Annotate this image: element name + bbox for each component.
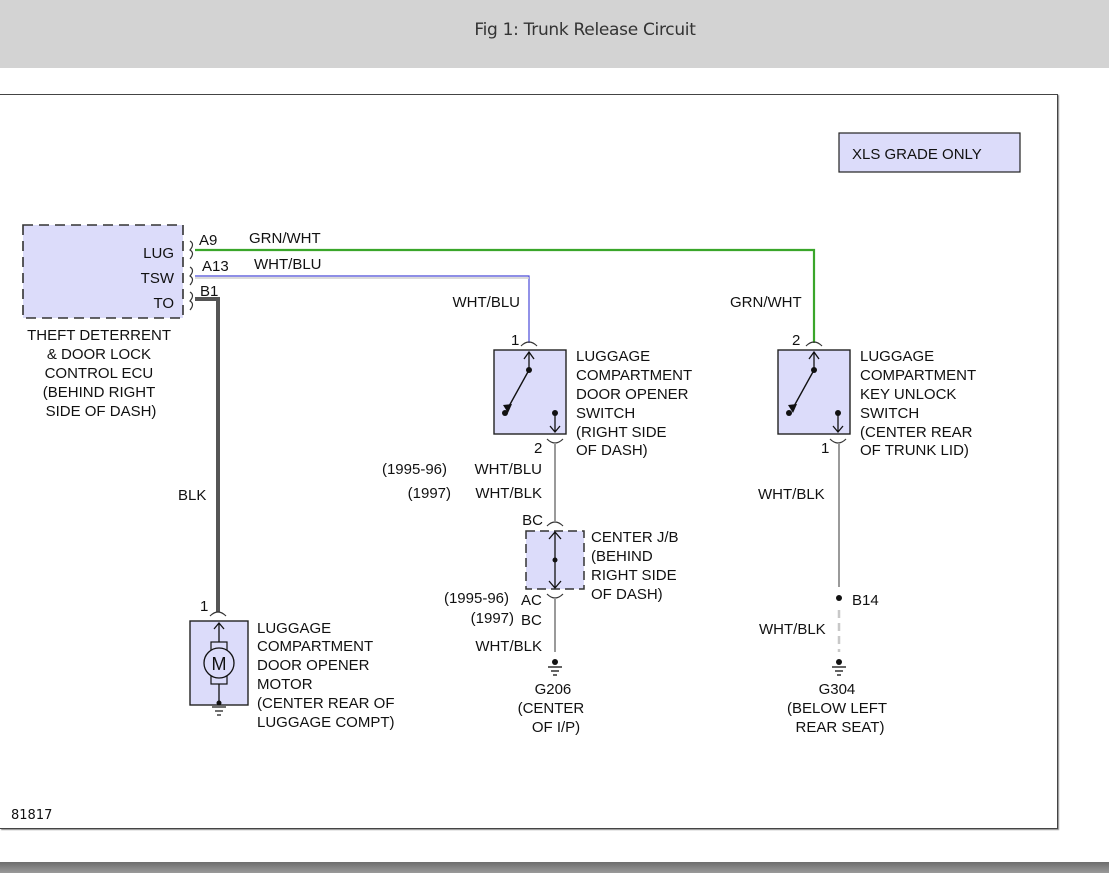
key-switch-label: LUGGAGE COMPARTMENT KEY UNLOCK SWITCH (C…: [860, 348, 980, 459]
wire-grn-wht: [195, 248, 816, 343]
ground-g304-icon: [832, 659, 846, 676]
g206-label: G206 (CENTER OF I/P): [518, 681, 589, 736]
jb-pin-bc: BC: [521, 612, 542, 629]
key-switch-pin-1: 1: [821, 440, 829, 457]
connector-a9-icon: [189, 240, 194, 260]
wire-label-blk: BLK: [178, 487, 206, 504]
connector-a13-icon: [189, 266, 194, 286]
g304-label: G304 (BELOW LEFT REAR SEAT): [787, 681, 891, 736]
pin-b1: B1: [200, 283, 218, 300]
figure-title: Fig 1: Trunk Release Circuit: [474, 20, 696, 40]
diagram-frame: [0, 94, 1058, 829]
ecu-terminal-to: TO: [153, 295, 174, 312]
splice-b14-icon: [836, 595, 842, 601]
figure-id: 81817: [11, 808, 52, 823]
ground-g206-icon: [548, 659, 562, 676]
ecu-label: THEFT DETERRENT & DOOR LOCK CONTROL ECU …: [27, 327, 175, 420]
door-switch-pin-1: 1: [511, 332, 519, 349]
wire-label-switch-out-a: WHT/BLU: [475, 461, 543, 478]
wire-label-switch-out-b: WHT/BLK: [475, 485, 542, 502]
motor-symbol: M: [212, 654, 227, 674]
wire-label-jb-out: WHT/BLK: [475, 638, 542, 655]
ecu-terminal-tsw: TSW: [141, 270, 175, 287]
bottom-bar: [0, 862, 1109, 873]
years-1997-a: (1997): [408, 485, 451, 502]
door-switch-label: LUGGAGE COMPARTMENT DOOR OPENER SWITCH (…: [576, 348, 696, 459]
jb-pin-top: BC: [522, 512, 543, 529]
wire-label-wht-blu-top: WHT/BLU: [254, 256, 322, 273]
jb-label: CENTER J/B (BEHIND RIGHT SIDE OF DASH): [591, 529, 683, 603]
key-switch-pin-2: 2: [792, 332, 800, 349]
years-1995-96-a: (1995-96): [382, 461, 447, 478]
ecu-component: LUG TSW TO A9 A13 B1 THEFT DETERRENT & D…: [22, 224, 229, 420]
xls-grade-note: XLS GRADE ONLY: [838, 132, 1021, 173]
years-1995-96-b: (1995-96): [444, 590, 509, 607]
wire-label-wht-blu-right: WHT/BLU: [453, 294, 521, 311]
years-1997-b: (1997): [471, 610, 514, 627]
door-opener-motor: 1 M LUGGAGE COMPARTMENT DOOR OPENER MOTO…: [189, 598, 399, 731]
connector-b1-icon: [189, 291, 194, 311]
wire-label-grn-wht-right: GRN/WHT: [730, 294, 802, 311]
motor-icon: [203, 647, 235, 679]
wire-label-after-splice: WHT/BLK: [759, 621, 826, 638]
title-bar: Fig 1: Trunk Release Circuit: [0, 0, 1109, 68]
motor-label: LUGGAGE COMPARTMENT DOOR OPENER MOTOR (C…: [257, 620, 399, 731]
wire-blk: [195, 297, 220, 612]
wire-label-key-out: WHT/BLK: [758, 486, 825, 503]
splice-b14-label: B14: [852, 592, 879, 609]
wire-wht-blu: [195, 275, 530, 343]
wire-label-grn-wht-top: GRN/WHT: [249, 230, 321, 247]
door-opener-switch: 1 2 LUGGAGE COMPARTMENT DOOR OPENER SWIT…: [493, 332, 696, 459]
pin-a9: A9: [199, 232, 217, 249]
note-text: XLS GRADE ONLY: [852, 146, 982, 163]
pin-a13: A13: [202, 258, 229, 275]
ecu-terminal-lug: LUG: [143, 245, 174, 262]
center-junction-block: BC CENTER J/B (BEHIND RIGHT SIDE OF DASH…: [444, 512, 683, 629]
motor-pin-1: 1: [200, 598, 208, 615]
key-unlock-switch: 2 1 LUGGAGE COMPARTMENT KEY UNLOCK SWITC…: [777, 332, 980, 459]
jb-pin-ac: AC: [521, 592, 542, 609]
door-switch-pin-2: 2: [534, 440, 542, 457]
